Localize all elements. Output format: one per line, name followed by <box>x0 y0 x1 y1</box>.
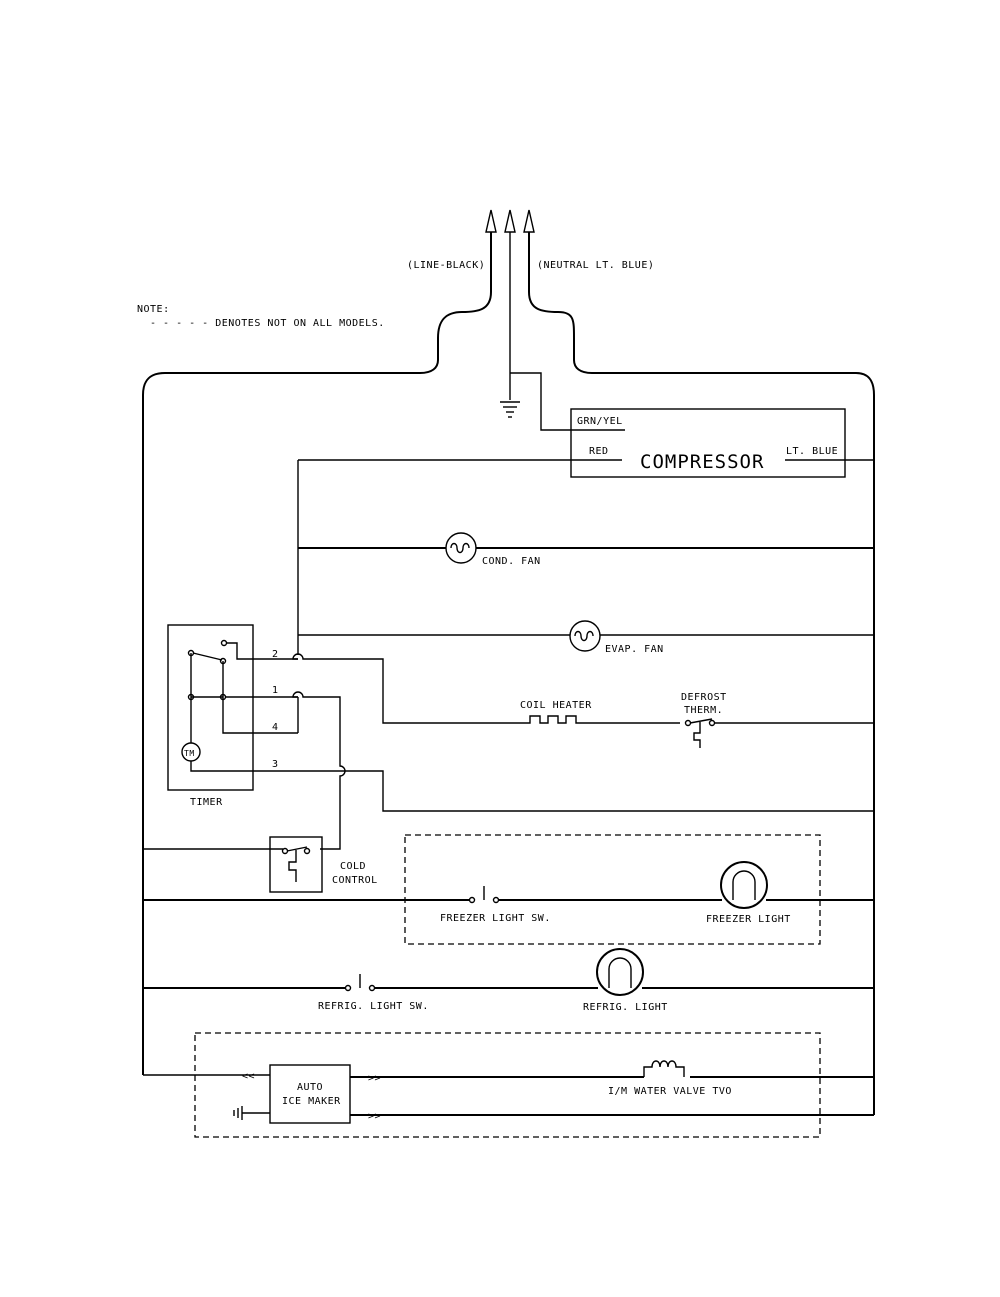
terminal-4: 4 <box>272 722 279 733</box>
coil-heater <box>520 715 590 724</box>
terminal-1: 1 <box>272 685 279 696</box>
freezer-light-switch <box>468 886 500 904</box>
ground-to-compressor-wire <box>510 372 625 431</box>
defrost-label-2: THERM. <box>684 705 723 716</box>
compressor-label: COMPRESSOR <box>640 451 764 473</box>
timer-internal-switch <box>187 639 298 743</box>
defrost-label-1: DEFROST <box>681 692 727 703</box>
ice-maker-connector-right-1: >> <box>368 1073 381 1084</box>
ice-maker-optional-box <box>194 1032 821 1138</box>
line-black-label: (LINE-BLACK) <box>407 260 485 271</box>
cold-control-box <box>269 836 323 893</box>
neutral-wire <box>528 232 875 1115</box>
timer-motor-label: TM <box>184 749 195 758</box>
refrig-light-switch <box>344 974 376 992</box>
terminal-2: 2 <box>272 649 279 660</box>
neutral-label: (NEUTRAL LT. BLUE) <box>537 260 654 271</box>
evap-fan-label: EVAP. FAN <box>605 644 664 655</box>
terminal-2-to-heater-wire <box>292 653 520 724</box>
compressor-box <box>570 408 846 478</box>
terminal-1-to-cold-control-wire <box>292 691 346 850</box>
cold-label-2: CONTROL <box>332 875 378 886</box>
note-text: - - - - - DENOTES NOT ON ALL MODELS. <box>150 318 385 329</box>
ground-symbol <box>500 401 520 418</box>
timer-box <box>167 624 254 791</box>
grn-yel-label: GRN/YEL <box>577 416 623 427</box>
refrig-light-bulb <box>596 948 644 996</box>
water-valve-label: I/M WATER VALVE TVO <box>608 1086 732 1097</box>
freezer-light-sw-label: FREEZER LIGHT SW. <box>440 913 551 924</box>
note-title: NOTE: <box>137 304 170 315</box>
refrig-light-sw-label: REFRIG. LIGHT SW. <box>318 1001 429 1012</box>
freezer-light-label: FREEZER LIGHT <box>706 914 791 925</box>
ice-maker-connector-left: << <box>242 1071 255 1082</box>
evap-fan-motor <box>569 620 601 652</box>
red-label: RED <box>589 446 609 457</box>
auto-label-1: AUTO <box>297 1082 323 1093</box>
coil-heater-label: COIL HEATER <box>520 700 592 711</box>
timer-motor: TM <box>181 742 201 762</box>
freezer-light-bulb <box>720 861 768 909</box>
cond-fan-label: COND. FAN <box>482 556 541 567</box>
terminal-3: 3 <box>272 759 279 770</box>
cond-fan-motor <box>445 532 477 564</box>
lt-blue-label: LT. BLUE <box>786 446 838 457</box>
water-valve-coil <box>643 1060 685 1077</box>
timer-label: TIMER <box>190 797 223 808</box>
line-black-wire <box>142 232 492 1075</box>
cold-label-1: COLD <box>340 861 366 872</box>
defrost-thermostat <box>684 718 716 748</box>
cold-control-switch <box>281 846 311 882</box>
freezer-light-optional-box <box>404 834 821 945</box>
auto-ice-maker-box <box>269 1064 351 1124</box>
timer-motor-wire <box>190 761 874 812</box>
auto-label-2: ICE MAKER <box>282 1096 341 1107</box>
refrig-light-label: REFRIG. LIGHT <box>583 1002 668 1013</box>
power-supply-arrows <box>485 209 535 233</box>
ice-maker-ground-symbol <box>233 1106 243 1120</box>
ice-maker-connector-right-2: >> <box>368 1111 381 1122</box>
